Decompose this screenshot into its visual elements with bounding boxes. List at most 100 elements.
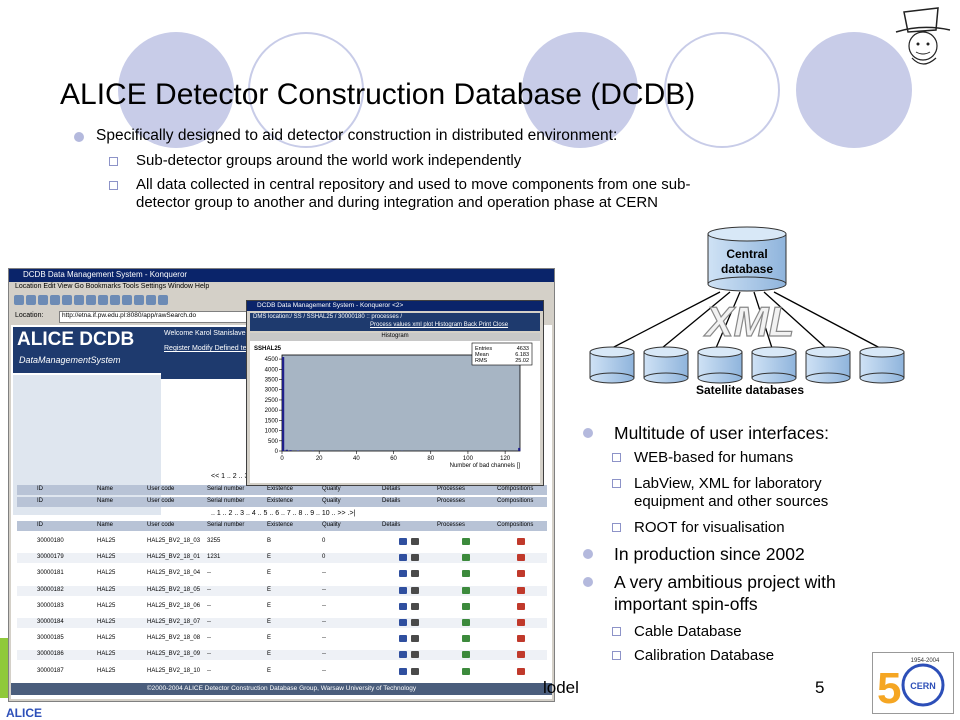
table-cell: -- (322, 602, 326, 609)
process-icon[interactable] (462, 538, 470, 545)
composition-icon[interactable] (517, 554, 525, 562)
composition-icon[interactable] (517, 570, 525, 578)
details-icon[interactable] (399, 602, 407, 610)
edit-icon[interactable] (411, 651, 419, 659)
welcome-text: Welcome Karol Stanislavek (164, 330, 250, 337)
details-icon[interactable] (399, 538, 407, 545)
x-tick-label: 0 (280, 456, 284, 462)
composition-icon[interactable] (517, 538, 525, 545)
y-tick-label: 500 (268, 439, 279, 445)
menu-bar[interactable]: Location Edit View Go Bookmarks Tools Se… (15, 283, 210, 290)
table-cell[interactable]: 30000181 (37, 570, 64, 577)
table-cell: -- (207, 651, 211, 658)
table-cell[interactable]: ID (37, 486, 43, 492)
details-icon[interactable] (399, 554, 407, 562)
table-cell: 0 (322, 554, 326, 561)
composition-icon[interactable] (517, 651, 525, 659)
bullet-dot (583, 428, 593, 438)
process-icon[interactable] (462, 635, 470, 643)
composition-icon[interactable] (517, 635, 525, 643)
zoom-in-icon[interactable] (134, 295, 144, 305)
location-label: Location: (15, 312, 44, 319)
table-cell: Existence (267, 486, 294, 492)
process-icon[interactable] (462, 570, 470, 578)
details-icon[interactable] (399, 635, 407, 643)
table-cell: Name (97, 522, 114, 528)
details-icon[interactable] (399, 619, 407, 626)
table-cell[interactable]: 30000183 (37, 602, 64, 609)
sub-bullet-marker (612, 453, 621, 462)
composition-icon[interactable] (517, 667, 525, 675)
details-icon[interactable] (399, 586, 407, 594)
edit-icon[interactable] (411, 554, 419, 562)
table-cell[interactable]: ID (37, 498, 43, 504)
paste-icon[interactable] (110, 295, 120, 305)
process-icon[interactable] (462, 554, 470, 562)
popup-nav: DMS location:/ SS / SSHAL25 / 30000180 :… (250, 313, 540, 331)
details-icon[interactable] (399, 651, 407, 659)
table-cell: E (267, 635, 272, 642)
home-icon[interactable] (50, 295, 60, 305)
search-icon[interactable] (158, 295, 168, 305)
edit-icon[interactable] (411, 538, 419, 545)
table-cell[interactable]: 30000179 (37, 554, 64, 561)
stats-label: Mean (475, 352, 489, 358)
copy-icon[interactable] (98, 295, 108, 305)
x-tick-label: 40 (353, 456, 360, 462)
table-cell: HAL25 (97, 586, 116, 593)
table-cell[interactable]: 30000185 (37, 635, 64, 642)
table-cell[interactable]: 30000180 (37, 538, 64, 544)
reload-icon[interactable] (62, 295, 72, 305)
edit-icon[interactable] (411, 635, 419, 643)
table-cell: HAL25 (97, 570, 116, 577)
process-icon[interactable] (462, 667, 470, 675)
table-cell: Quality (322, 522, 341, 528)
edit-icon[interactable] (411, 570, 419, 578)
composition-icon[interactable] (517, 586, 525, 594)
table-cell[interactable]: 30000186 (37, 651, 64, 658)
cern-years: 1954-2004 (911, 658, 940, 664)
right-bullet-2: In production since 2002 (614, 544, 805, 564)
composition-icon[interactable] (517, 602, 525, 610)
table-cell: HAL25_BV2_18_04 (147, 570, 201, 577)
edit-icon[interactable] (411, 602, 419, 610)
details-icon[interactable] (399, 667, 407, 675)
up-icon[interactable] (38, 295, 48, 305)
popup-nav-links[interactable]: Process values xml plot Histogram Back P… (370, 322, 509, 328)
pager-top[interactable]: << 1 .. 2 .. 3 >> (211, 473, 259, 480)
table-cell[interactable]: 30000184 (37, 619, 64, 625)
user-links[interactable]: Register Modify Defined tests (164, 345, 256, 352)
stats-value: 4633 (517, 346, 529, 352)
edit-icon[interactable] (411, 586, 419, 594)
zoom-out-icon[interactable] (146, 295, 156, 305)
table-cell: Name (97, 498, 114, 504)
table-cell: HAL25 (97, 619, 116, 625)
process-icon[interactable] (462, 619, 470, 626)
table-cell[interactable]: 30000187 (37, 667, 64, 674)
sub-bullet-marker (612, 651, 621, 660)
stop-icon[interactable] (74, 295, 84, 305)
process-icon[interactable] (462, 651, 470, 659)
back-icon[interactable] (14, 295, 24, 305)
sub-bullet-marker (109, 157, 118, 166)
cut-icon[interactable] (86, 295, 96, 305)
table-cell[interactable]: ID (37, 522, 43, 528)
table-cell: -- (207, 635, 211, 642)
x-tick-label: 60 (390, 456, 397, 462)
edit-icon[interactable] (411, 619, 419, 626)
pager-mid[interactable]: .. 1 .. 2 .. 3 .. 4 .. 5 .. 6 .. 7 .. 8 … (211, 510, 356, 517)
edit-icon[interactable] (411, 667, 419, 675)
details-icon[interactable] (399, 570, 407, 578)
process-icon[interactable] (462, 602, 470, 610)
table-cell: E (267, 586, 272, 593)
process-icon[interactable] (462, 586, 470, 594)
table-cell[interactable]: 30000182 (37, 586, 64, 593)
table-cell: Serial number (207, 486, 245, 492)
print-icon[interactable] (122, 295, 132, 305)
forward-icon[interactable] (26, 295, 36, 305)
table-cell: -- (322, 651, 326, 658)
right-sub-5: Calibration Database (634, 647, 775, 664)
composition-icon[interactable] (517, 619, 525, 626)
